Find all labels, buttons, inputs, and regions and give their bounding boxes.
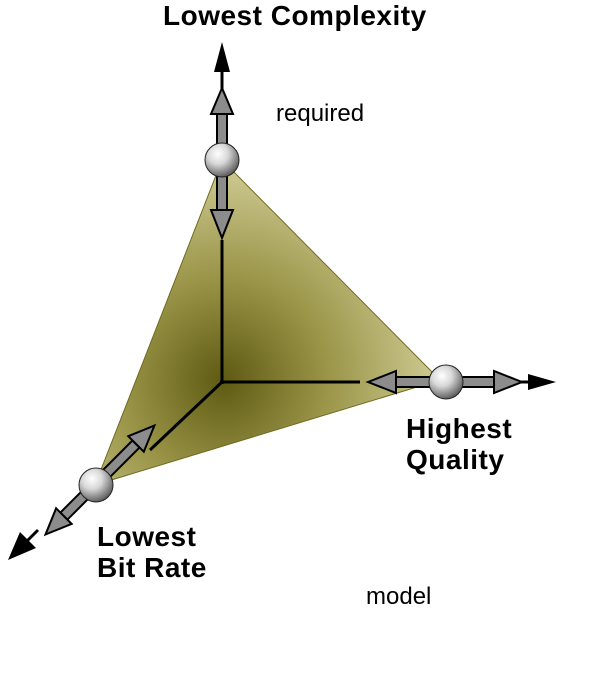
lowest-bit-rate-label: Lowest Bit Rate [97,521,207,583]
bitrate-outer-arrowhead [8,532,36,560]
bitrate-sphere [78,467,114,503]
lowest-bit-rate-label-line1: Lowest [97,521,197,552]
complexity-outer-arrowhead [214,42,230,72]
complexity-up-arrowhead [209,85,235,115]
quality-left-arrowhead [365,369,397,395]
highest-quality-label-line1: Highest [406,413,513,444]
lowest-bit-rate-label-line2: Bit Rate [97,552,207,583]
quality-shaft-left [395,376,433,388]
model-note: model [366,583,432,610]
highest-quality-label: Highest Quality [406,413,512,475]
quality-sphere [428,364,464,400]
quality-shaft-right [459,376,495,388]
highest-quality-label-line2: Quality [406,444,505,475]
required-note: required [276,100,365,127]
quality-outer-arrowhead [528,374,556,390]
lowest-complexity-label: Lowest Complexity [163,0,427,31]
bitrate-out-arrowhead [43,506,74,537]
complexity-arrows [209,42,235,241]
quality-right-arrowhead [493,369,525,395]
complexity-sphere [204,142,240,178]
bitrate-in-arrowhead [126,423,157,454]
tradeoff-plane [94,159,441,486]
complexity-down-arrowhead [209,209,235,241]
diagonal-axis [148,380,224,452]
quality-arrows [365,369,556,395]
axes [148,240,360,452]
